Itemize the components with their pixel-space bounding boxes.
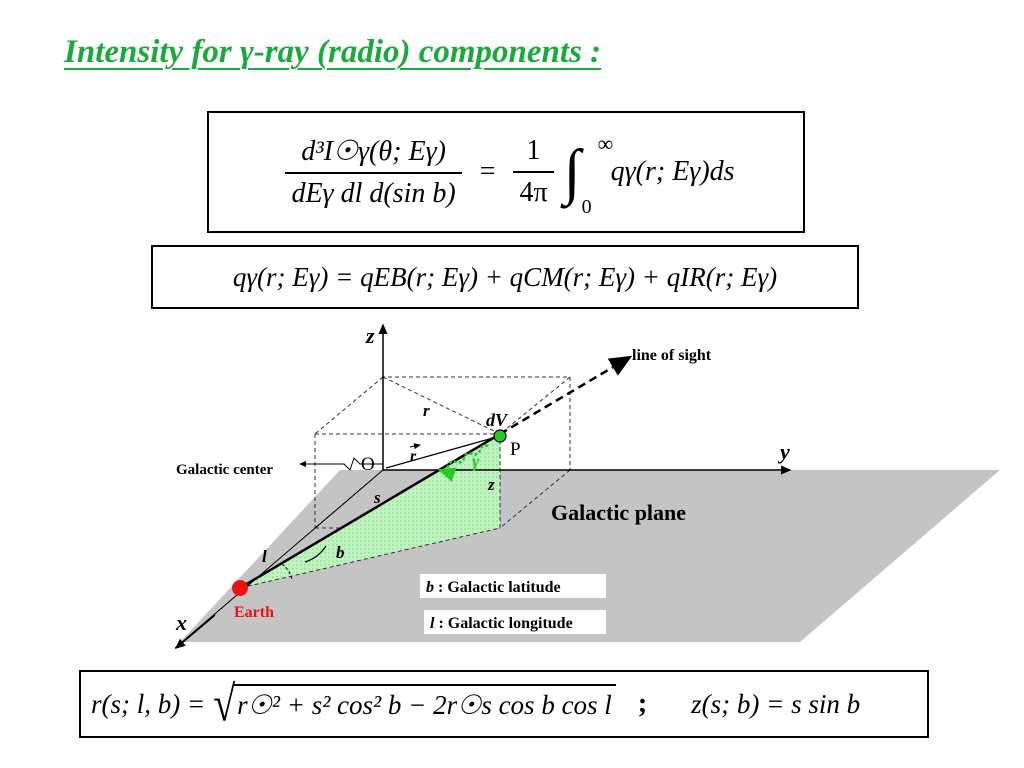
legend-latitude-box xyxy=(420,574,606,598)
point-p-label: P xyxy=(510,439,521,460)
r-vector xyxy=(385,435,501,469)
line-of-sight-arrow xyxy=(499,355,633,436)
galactic-center-arrow xyxy=(299,457,383,471)
photon-wave xyxy=(437,444,489,482)
x-axis-label: x xyxy=(175,610,187,635)
integral-sign: ∫ ∞ 0 xyxy=(563,133,614,218)
s-label: s xyxy=(373,488,381,507)
integral-upper-limit: ∞ xyxy=(597,131,614,156)
integral-lower-limit: 0 xyxy=(581,196,592,218)
r-distance-label: r xyxy=(423,401,430,420)
y-axis-label: y xyxy=(777,439,790,464)
r-of-s-lhs: r(s; l, b) = xyxy=(91,688,206,719)
angle-b-arc xyxy=(304,545,327,563)
legend-longitude: l : Galactic longitude xyxy=(430,615,573,632)
emissivity-equation-box: qγ(r; Eγ) = qEB(r; Eγ) + qCM(r; Eγ) + qI… xyxy=(151,245,859,309)
sight-segment xyxy=(239,432,501,590)
z-axis-label: z xyxy=(365,323,375,348)
volume-element-label: dV xyxy=(486,410,509,430)
angle-l-arc xyxy=(281,563,293,581)
earth-marker xyxy=(232,580,248,596)
intensity-equation-box: d³I☉γ(θ; Eγ) dEγ dl d(sin b) = 1 4π ∫ ∞ … xyxy=(207,111,805,233)
earth-label: Earth xyxy=(234,604,274,621)
x-axis xyxy=(174,469,384,649)
intensity-fraction: d³I☉γ(θ; Eγ) dEγ dl d(sin b) xyxy=(285,134,462,210)
origin-label: O xyxy=(361,454,375,475)
title-prefix: Intensity for xyxy=(64,34,241,70)
geometry-equation-box: r(s; l, b) = √ r☉² + s² cos² b − 2r☉s co… xyxy=(79,670,929,738)
square-root: √ r☉² + s² cos² b − 2r☉s cos b cos l xyxy=(213,678,616,728)
page-title: Intensity for γ-ray (radio) components : xyxy=(64,34,601,71)
coefficient-fraction: 1 4π xyxy=(513,135,554,209)
galactic-center-label: Galactic center xyxy=(176,462,273,478)
line-of-sight-label: line of sight xyxy=(632,347,712,364)
coef-numerator: 1 xyxy=(526,135,541,166)
latitude-angle-label: b xyxy=(336,543,345,562)
z-of-s-equation: z(s; b) = s sin b xyxy=(691,688,861,719)
integrand: qγ(r; Eγ)ds xyxy=(610,156,735,187)
coef-denominator: 4π xyxy=(513,171,554,209)
z-height-label: z xyxy=(487,475,495,494)
point-p-marker xyxy=(493,429,507,443)
x-axis-arrow xyxy=(174,614,216,649)
fraction-numerator: d³I☉γ(θ; Eγ) xyxy=(301,136,446,167)
galactic-plane-label: Galactic plane xyxy=(551,500,686,525)
separator: ; xyxy=(637,688,648,719)
equals-sign: = xyxy=(479,156,496,187)
radicand: r☉² + s² cos² b − 2r☉s cos b cos l xyxy=(233,684,616,724)
gamma-label: γ xyxy=(472,451,480,471)
radical-sign: √ xyxy=(213,675,236,732)
legend-longitude-box xyxy=(424,610,606,634)
title-gamma: γ xyxy=(240,34,254,70)
integral-glyph: ∫ xyxy=(563,138,581,206)
legend-latitude: b : Galactic latitude xyxy=(426,579,561,596)
fraction-denominator: dEγ dl d(sin b) xyxy=(285,172,462,210)
longitude-angle-label: l xyxy=(262,547,267,566)
r-vector-label: r xyxy=(410,448,417,465)
emissivity-equation: qγ(r; Eγ) = qEB(r; Eγ) + qCM(r; Eγ) + qI… xyxy=(232,261,778,292)
title-suffix: -ray (radio) components : xyxy=(253,34,602,70)
r-vector-arrow-accent xyxy=(409,443,421,450)
